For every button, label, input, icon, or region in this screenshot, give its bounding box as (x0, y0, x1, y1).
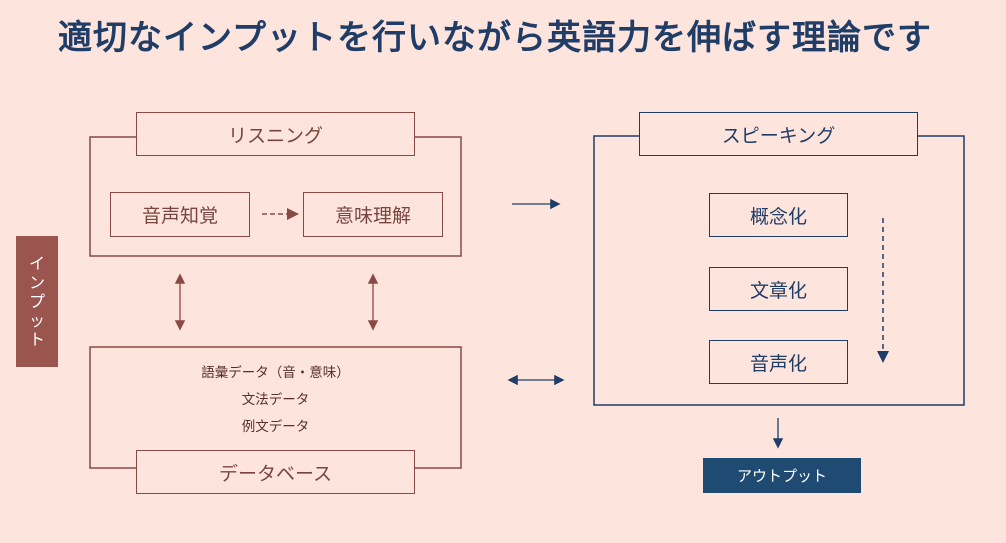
speaking-step-conceptualize: 概念化 (709, 193, 848, 237)
input-label-char-5: ト (28, 330, 45, 349)
input-label-char-4: ッ (28, 311, 45, 330)
speaking-header: スピーキング (639, 112, 918, 156)
output-label: アウトプット (703, 458, 861, 493)
database-items: 語彙データ（音・意味） 文法データ 例文データ (90, 360, 461, 441)
input-label: イ ン プ ッ ト (16, 236, 58, 367)
database-item-vocabulary: 語彙データ（音・意味） (201, 365, 350, 381)
database-item-examples: 例文データ (241, 419, 310, 435)
listening-step-comprehension: 意味理解 (303, 192, 443, 237)
database-header: データベース (136, 450, 415, 494)
input-label-char-1: イ (28, 254, 45, 273)
input-label-char-3: プ (28, 292, 45, 311)
input-label-char-2: ン (28, 273, 45, 292)
listening-header: リスニング (136, 112, 415, 156)
page-title: 適切なインプットを行いながら英語力を伸ばす理論です (58, 18, 932, 58)
speaking-step-articulate: 音声化 (709, 340, 848, 384)
database-item-grammar: 文法データ (241, 392, 310, 408)
speaking-step-formulate: 文章化 (709, 267, 848, 311)
listening-step-perception: 音声知覚 (110, 192, 250, 237)
